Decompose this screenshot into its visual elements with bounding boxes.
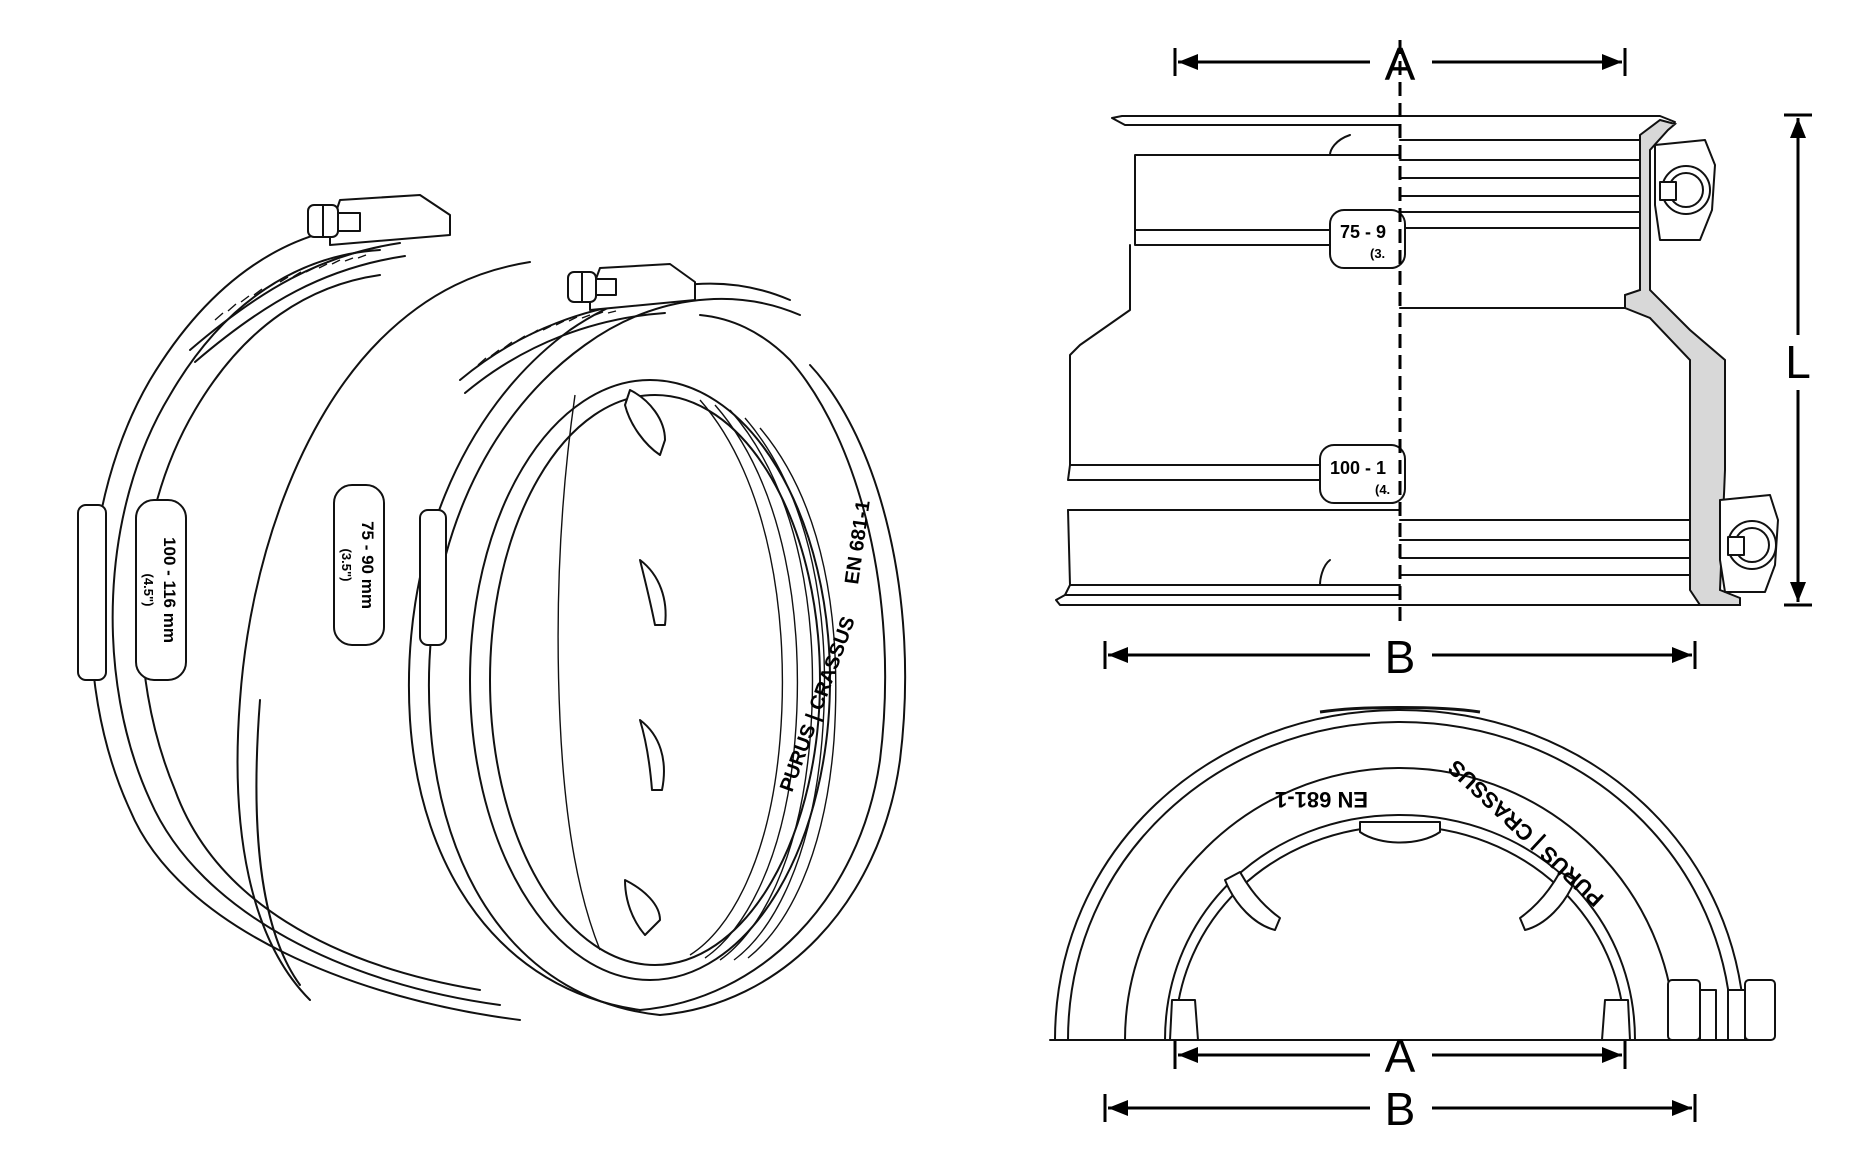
small-clamp-housing	[589, 263, 696, 311]
section-ribs	[1399, 139, 1691, 576]
dimension-a-top-label: A	[1385, 38, 1416, 90]
small-end-lug-left	[419, 509, 447, 646]
large-size-label: 100 - 116 mm	[160, 537, 179, 643]
dimension-b-section-label: B	[1385, 631, 1416, 683]
small-size-inch-label: (3.5")	[339, 549, 354, 582]
arc-top-notch	[1319, 706, 1481, 714]
inner-pads	[624, 389, 667, 936]
section-large-inch-label: (4.	[1375, 482, 1390, 497]
dimension-a-top: A	[1173, 38, 1627, 90]
large-size-label-group: 100 - 116 mm (4.5")	[135, 499, 187, 681]
arc-brand-label: PURUS | CRASSUS	[1443, 755, 1608, 912]
section-clamp-top	[1654, 139, 1716, 241]
dimension-a-arc-label: A	[1385, 1030, 1416, 1082]
section-small-inch-label: (3.	[1370, 246, 1385, 261]
dimension-a-arc: A	[1173, 1030, 1627, 1082]
section-view: 75 - 9 (3. 100 - 1 (4.	[1055, 40, 1779, 625]
arc-standard-label: EN 681-1	[1275, 787, 1368, 812]
dimension-l: L	[1784, 113, 1812, 607]
small-clamp-screw	[567, 271, 617, 303]
section-small-label: 75 - 9	[1340, 222, 1386, 242]
large-clamp-screw	[307, 204, 361, 238]
dimension-b-arc-label: B	[1385, 1083, 1416, 1135]
section-wall	[1624, 118, 1741, 606]
small-size-label-group: 75 - 90 mm (3.5")	[333, 484, 385, 646]
section-clamp-bottom	[1719, 494, 1779, 593]
arc-view: EN 681-1 PURUS | CRASSUS	[1049, 706, 1776, 1041]
isometric-view: 100 - 116 mm (4.5") 75 - 90 mm (3.5") PU…	[77, 194, 907, 1021]
dimension-l-label: L	[1785, 336, 1811, 388]
section-large-label-group: 100 - 1 (4.	[1319, 444, 1406, 504]
small-clamp-slots	[477, 310, 617, 366]
large-size-inch-label: (4.5")	[141, 574, 156, 607]
arc-clamp	[1667, 979, 1776, 1041]
standard-label: EN 681-1	[841, 499, 875, 586]
dimension-b-arc: B	[1103, 1083, 1697, 1135]
large-clamp-housing	[329, 194, 451, 246]
section-small-label-group: 75 - 9 (3.	[1329, 209, 1406, 269]
dimension-b-section: B	[1103, 631, 1697, 683]
large-clamp-slots	[214, 254, 367, 321]
arc-inner-pads	[1169, 821, 1631, 1041]
inner-ribs	[557, 394, 837, 961]
section-large-label: 100 - 1	[1330, 458, 1386, 478]
large-end-lug-left	[77, 504, 107, 681]
small-size-label: 75 - 90 mm	[358, 521, 377, 609]
